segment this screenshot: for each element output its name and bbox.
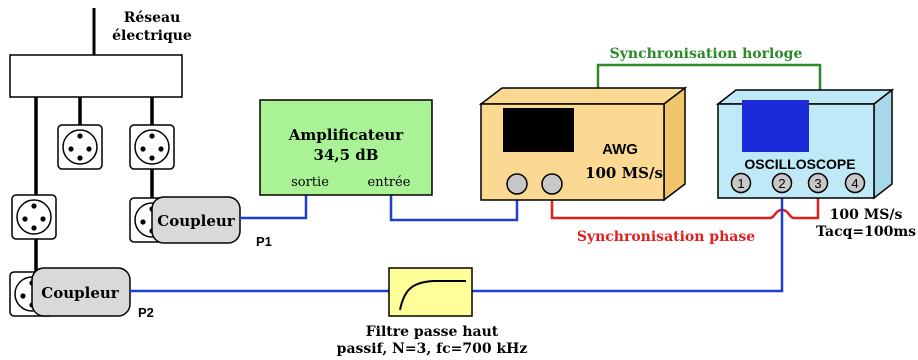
awg-instrument: AWG 100 MS/s	[478, 86, 688, 202]
oscilloscope-channel-4: 4	[844, 172, 866, 194]
oscilloscope-channel-2: 2	[771, 172, 793, 194]
highpass-curve-icon	[399, 280, 466, 311]
oscilloscope-name: OSCILLOSCOPE	[744, 156, 855, 172]
awg-rate: 100 MS/s	[585, 164, 663, 182]
amplifier-gain: 34,5 dB	[314, 146, 379, 164]
oscilloscope-tacq: Tacq=100ms	[816, 224, 916, 240]
wire-amp-to-awg	[389, 194, 519, 222]
oscilloscope-channel-3: 3	[807, 172, 829, 194]
grid-label-line1: Réseau	[124, 10, 181, 26]
coupler-p1: Coupleur	[151, 196, 241, 244]
amplifier-box: Amplificateur 34,5 dB sortie entrée	[259, 99, 433, 196]
power-outlet-icon	[11, 194, 57, 240]
oscilloscope-rate: 100 MS/s	[830, 207, 903, 223]
svg-text:4: 4	[851, 176, 858, 191]
svg-text:1: 1	[737, 176, 744, 191]
amplifier-input-label: entrée	[368, 175, 411, 190]
awg-knob-2	[541, 173, 563, 195]
oscilloscope-instrument: OSCILLOSCOPE 1 2 3 4	[715, 88, 895, 200]
coupler-p1-label: Coupleur	[157, 212, 235, 230]
coupler-p2-label: Coupleur	[41, 284, 119, 302]
filter-label-line1: Filtre passe haut	[366, 324, 499, 340]
awg-screen	[503, 108, 574, 152]
oscilloscope-screen	[742, 100, 809, 152]
coupler-p2: Coupleur	[31, 267, 131, 317]
wire-coupler-to-amp	[240, 195, 308, 220]
phase-sync-label: Synchronisation phase	[577, 229, 755, 245]
awg-name: AWG	[602, 141, 638, 158]
svg-text:2: 2	[778, 176, 785, 191]
clock-sync-wire	[596, 63, 822, 99]
grid-label-line2: électrique	[112, 28, 192, 44]
amplifier-output-label: sortie	[291, 175, 329, 190]
clock-sync-label: Synchronisation horloge	[610, 46, 803, 62]
power-strip-box	[9, 54, 183, 98]
amplifier-title: Amplificateur	[288, 126, 405, 144]
wire-filter-to-scope	[472, 193, 784, 293]
port-p2-label: P2	[138, 305, 154, 320]
awg-knob-1	[506, 173, 528, 195]
filter-label-line2: passif, N=3, fc=700 kHz	[337, 341, 528, 357]
highpass-filter-box	[388, 267, 473, 317]
power-outlet-icon	[57, 124, 103, 170]
power-outlet-icon	[129, 124, 175, 170]
port-p1-label: P1	[256, 234, 272, 249]
oscilloscope-channel-1: 1	[730, 172, 752, 194]
power-grid: Réseau électrique	[9, 8, 192, 272]
svg-text:3: 3	[814, 176, 821, 191]
